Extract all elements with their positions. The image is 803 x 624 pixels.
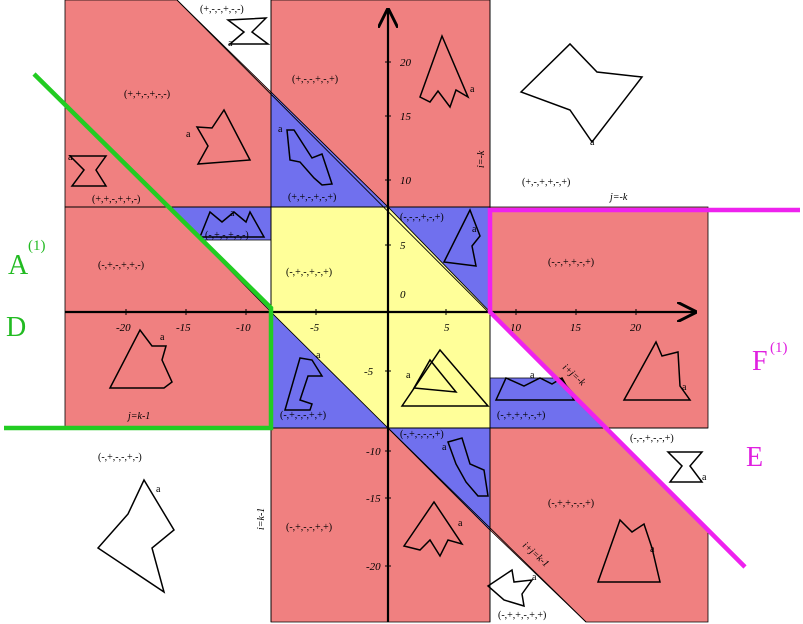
shape-yellow-triangle-inner	[412, 358, 458, 393]
sign-right-white: (-,-,+,-,-,+)	[630, 433, 674, 444]
axis-ticks	[125, 61, 637, 567]
vertex-label: a	[530, 370, 535, 381]
shape-yellow-triangle-outer	[400, 348, 490, 407]
vertex-label: a	[590, 137, 595, 148]
vertex-label: a	[68, 152, 73, 163]
red-region-top-left	[64, 0, 272, 208]
sign-lower-left-blue: (-,+,-,-,+,+)	[280, 410, 326, 421]
vertex-label: a	[406, 370, 411, 381]
vertex-label: a	[442, 442, 447, 453]
origin-label: 0	[400, 289, 406, 301]
y-tick-label: -10	[366, 446, 381, 458]
sign-lower-mid-red: (-,+,-,-,+,+)	[286, 522, 332, 533]
shape-blue-center-right	[442, 208, 481, 267]
eq-i-k-minus-1: i=k-1	[256, 508, 267, 530]
label-A: A	[8, 250, 29, 281]
sign-lower-left-white: (-,+,-,-,+,-)	[98, 452, 142, 463]
vertex-label: a	[186, 129, 191, 140]
label-F-superscript: (1)	[770, 340, 788, 356]
sign-yellow-upper: (-,+,-,+,-,+)	[286, 267, 332, 278]
y-tick-label: -20	[366, 561, 381, 573]
shape-blue-left	[198, 210, 266, 238]
vertex-label: a	[682, 382, 687, 393]
vertex-label: a	[458, 518, 463, 529]
y-tick-label: 20	[400, 57, 412, 69]
sign-top-right-white: (+,-,+,+,-,+)	[522, 177, 570, 188]
vertex-label: a	[470, 84, 475, 95]
label-E: E	[746, 442, 763, 473]
y-tick-labels: 20 15 10 5 0 -5 -10 -15 -20	[364, 57, 412, 573]
x-tick-label: 10	[510, 322, 522, 334]
shape-arrowhead-up	[419, 33, 470, 109]
boundary-i-plus-j-k-minus-1	[387, 427, 587, 623]
label-D: D	[6, 312, 26, 343]
label-F: F	[752, 346, 768, 377]
shape-small-star	[225, 17, 271, 45]
shape-blue-lower-left	[284, 357, 324, 411]
x-tick-labels: -20 -15 -10 -5 5 10 15 20	[116, 322, 642, 334]
shape-big-zigzag-lower	[96, 478, 175, 594]
eq-j-neg-k: j=-k	[608, 192, 628, 203]
vertex-label: a	[316, 350, 321, 361]
y-tick-label: 15	[400, 111, 412, 123]
vertex-label: a	[472, 224, 477, 235]
y-tick-label: -5	[364, 366, 374, 378]
shape-arrowhead-lower	[402, 500, 464, 558]
vertex-labels: a a a a a a a a a a a a a a a a a a a	[68, 38, 707, 583]
x-tick-label: 5	[444, 322, 450, 334]
shape-red-right	[622, 340, 692, 401]
vertex-label: a	[278, 124, 283, 135]
boundary-labels: A (1) D F (1) E	[6, 238, 788, 473]
shape-red-lower-right	[596, 518, 661, 583]
x-tick-label: 20	[630, 322, 642, 334]
vertex-label: a	[650, 544, 655, 555]
vertex-label: a	[160, 332, 165, 343]
regions	[64, 0, 709, 623]
sign-center-right-blue: (-,-,-,+,-,+)	[400, 212, 444, 223]
sign-bottom-white: (-,+,+,-,+,+)	[498, 610, 546, 621]
sign-top-left-red: (+,+,-,+,-,-)	[124, 89, 170, 100]
sign-lower-right-blue: (-,+,+,+,-,+)	[497, 410, 545, 421]
shape-bottom-star	[486, 568, 534, 608]
vertex-label: a	[156, 484, 161, 495]
y-tick-label: 10	[400, 175, 412, 187]
eq-j-k-minus-1: j=k-1	[126, 411, 150, 422]
sign-left-white-strip: (+,+,-,+,+,-)	[92, 194, 140, 205]
shape-blue-upper	[286, 129, 334, 186]
shape-triangle-notch	[195, 108, 252, 165]
eq-i-neg-k: i=-k	[476, 150, 487, 168]
shape-red-left	[108, 328, 173, 389]
label-A-superscript: (1)	[28, 238, 46, 254]
x-tick-label: -5	[310, 322, 320, 334]
x-tick-label: 15	[570, 322, 582, 334]
vertex-label: a	[702, 472, 707, 483]
sign-lower-right-red: (-,+,+,-,-,+)	[548, 498, 594, 509]
green-boundary	[4, 72, 274, 431]
x-tick-label: -15	[176, 322, 191, 334]
y-tick-label: 5	[400, 240, 406, 252]
sign-mid-lower-blue: (-,+,-,-,-,+)	[400, 429, 444, 440]
sign-top-white: (+,-,-,+,-,-)	[200, 4, 244, 15]
y-tick-label: -15	[366, 493, 381, 505]
axes	[65, 10, 695, 622]
vertex-label: a	[228, 38, 233, 49]
shapes	[68, 17, 704, 608]
shape-bowtie-right	[666, 451, 704, 483]
shape-bowtie-left	[68, 155, 108, 187]
magenta-boundary	[487, 207, 800, 569]
x-tick-label: -20	[116, 322, 131, 334]
sign-top-mid-red: (+,-,-,+,-,+)	[292, 74, 338, 85]
shape-blue-mid-lower	[447, 437, 489, 497]
vertex-label: a	[532, 572, 537, 583]
sign-left-red: (-,+,-,+,+,-)	[98, 260, 144, 271]
x-tick-label: -10	[236, 322, 251, 334]
shape-big-zigzag	[519, 42, 644, 144]
sign-right-red: (-,-,+,+,-,+)	[548, 257, 594, 268]
vertex-label: a	[230, 208, 235, 219]
sign-pattern-labels: (+,-,-,+,-,-) (+,+,-,+,-,-) (+,-,-,+,-,+…	[92, 4, 674, 621]
sign-left-blue: (-,+,-,+,-,-)	[205, 230, 249, 241]
sign-upper-blue: (+,+,-,+,-,+)	[288, 192, 336, 203]
